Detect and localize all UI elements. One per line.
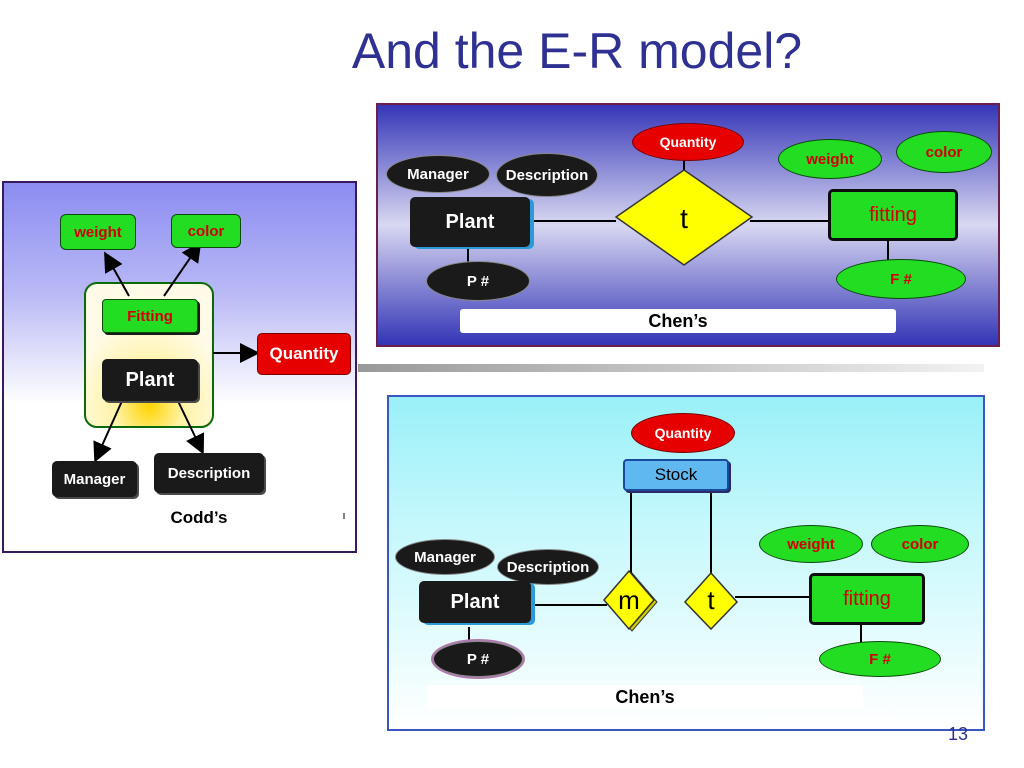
relationship-t-label: t xyxy=(680,203,688,234)
description-attribute: Description xyxy=(497,549,599,585)
plant-entity: Plant xyxy=(419,581,531,623)
quantity-attribute: Quantity xyxy=(632,123,744,161)
relationship-t-diamond xyxy=(683,571,739,631)
section-divider xyxy=(358,364,984,372)
quantity-attribute: Quantity xyxy=(257,333,351,375)
stock-entity: Stock xyxy=(623,459,729,491)
codd-caption: Codd’s xyxy=(170,508,228,527)
description-attribute: Description xyxy=(496,153,598,197)
relationship-m-diamond xyxy=(603,569,655,631)
weight-attribute: weight xyxy=(759,525,863,563)
slide-title: And the E-R model? xyxy=(351,23,803,79)
chen-diagram-top: Quantity Manager Description Plant t wei… xyxy=(376,103,1000,347)
quantity-attribute: Quantity xyxy=(631,413,735,453)
chen-diagram-bottom: Quantity Stock Manager Description Plant… xyxy=(387,395,985,731)
manager-attribute: Manager xyxy=(52,461,137,497)
fitting-entity: Fitting xyxy=(102,299,198,333)
plant-entity: Plant xyxy=(410,197,530,247)
weight-attribute: weight xyxy=(60,214,136,250)
slide-number: 13 xyxy=(948,724,969,744)
manager-attribute: Manager xyxy=(395,539,495,575)
weight-attribute: weight xyxy=(778,139,882,179)
relationship-t-diamond xyxy=(614,169,754,266)
fitting-entity: fitting xyxy=(828,189,958,241)
chen-bottom-caption: Chen’s xyxy=(427,685,863,709)
color-attribute: color xyxy=(871,525,969,563)
codd-diagram-panel: weight color Fitting Plant Quantity Mana… xyxy=(2,181,357,553)
fitting-entity: fitting xyxy=(809,573,925,625)
relationship-t-label: t xyxy=(707,584,715,615)
color-attribute: color xyxy=(171,214,241,248)
color-attribute: color xyxy=(896,131,992,173)
relationship-m-label: m xyxy=(618,584,640,615)
manager-attribute: Manager xyxy=(386,155,490,193)
chen-top-caption: Chen’s xyxy=(460,309,896,333)
description-attribute: Description xyxy=(154,453,264,493)
plant-entity: Plant xyxy=(102,359,198,401)
chen-bottom-connectors xyxy=(468,493,862,645)
f-key-attribute: F # xyxy=(836,259,966,299)
f-key-attribute: F # xyxy=(819,641,941,677)
p-key-attribute: P # xyxy=(426,261,530,301)
p-key-attribute: P # xyxy=(433,641,523,677)
